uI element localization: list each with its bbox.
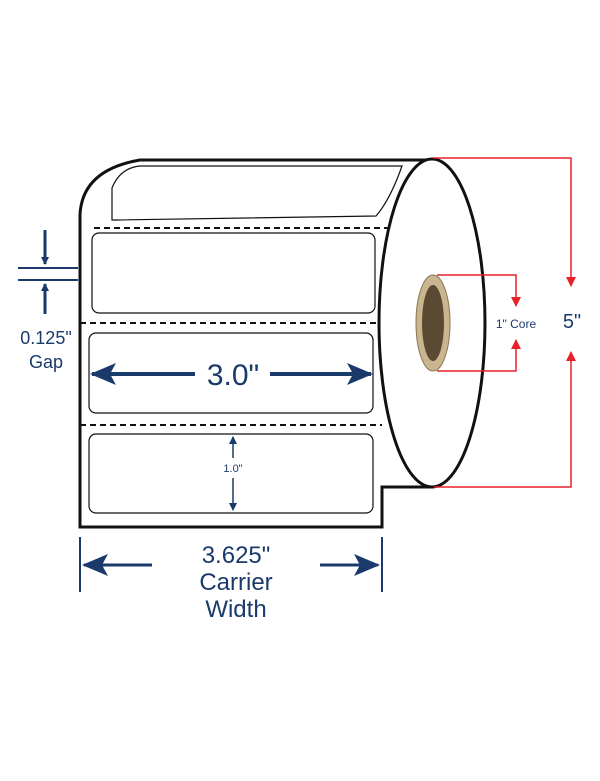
diameter-dim-bottom xyxy=(434,351,576,488)
core-dim-top xyxy=(437,274,521,307)
label-rect xyxy=(88,332,374,414)
label-rect xyxy=(91,232,376,314)
label-top-curved xyxy=(111,165,403,221)
carrier-word-label: Width xyxy=(205,596,266,623)
gap-word-label: Gap xyxy=(29,352,63,372)
carrier-value-label: 3.625" xyxy=(202,542,271,569)
label-height-text: 1.0" xyxy=(223,463,242,475)
core-dim-bottom xyxy=(437,339,521,372)
carrier-word-label: Carrier xyxy=(199,569,272,596)
label-rect xyxy=(88,433,374,514)
label-width-text: 3.0" xyxy=(207,359,259,392)
core-hole xyxy=(422,285,444,361)
diameter-dim-top xyxy=(434,157,576,287)
core-label: 1" Core xyxy=(496,317,537,331)
gap-value-label: 0.125" xyxy=(20,328,71,348)
roll-diameter-label: 5" xyxy=(563,311,581,333)
